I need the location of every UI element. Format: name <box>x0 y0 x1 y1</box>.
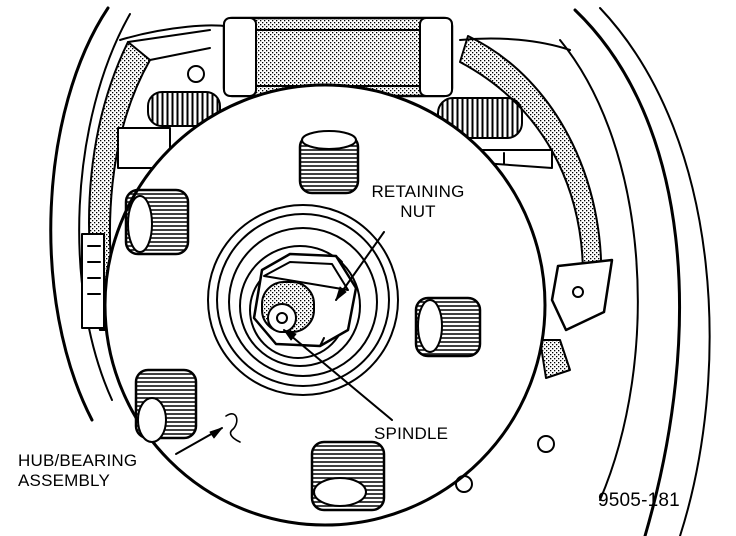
brake-shoe-left <box>81 29 211 331</box>
figure-id-label: 9505-181 <box>598 490 680 511</box>
hub-bearing-label-line2: ASSEMBLY <box>18 471 110 490</box>
spindle-end <box>261 281 315 333</box>
adjuster-bracket <box>539 258 614 379</box>
wheel-stud-lower-left <box>134 368 198 443</box>
backing-plate-hole <box>455 475 473 493</box>
wheel-stud-right <box>414 296 482 358</box>
retaining-nut-label-line1: RETAINING <box>371 182 465 201</box>
wheel-cylinder <box>222 16 454 98</box>
hub-marker <box>225 413 241 443</box>
backing-plate-outline <box>49 6 711 536</box>
retaining-nut-label: RETAINING NUT <box>338 182 498 222</box>
wheel-stud-top <box>298 130 360 195</box>
hub-bearing-assembly-label: HUB/BEARING ASSEMBLY <box>18 451 188 491</box>
callout-leaders <box>175 231 393 455</box>
wheel-stud-bottom <box>310 440 386 512</box>
hub-bearing-label-line1: HUB/BEARING <box>18 451 138 470</box>
backing-plate-hole <box>537 435 555 453</box>
wheel-stud-left <box>124 188 190 256</box>
spindle-label: SPINDLE <box>374 424 449 443</box>
leader-spindle <box>283 329 393 421</box>
leader-retaining-nut <box>335 231 385 301</box>
retaining-nut-label-line2: NUT <box>400 202 436 221</box>
return-spring-left <box>147 65 221 127</box>
